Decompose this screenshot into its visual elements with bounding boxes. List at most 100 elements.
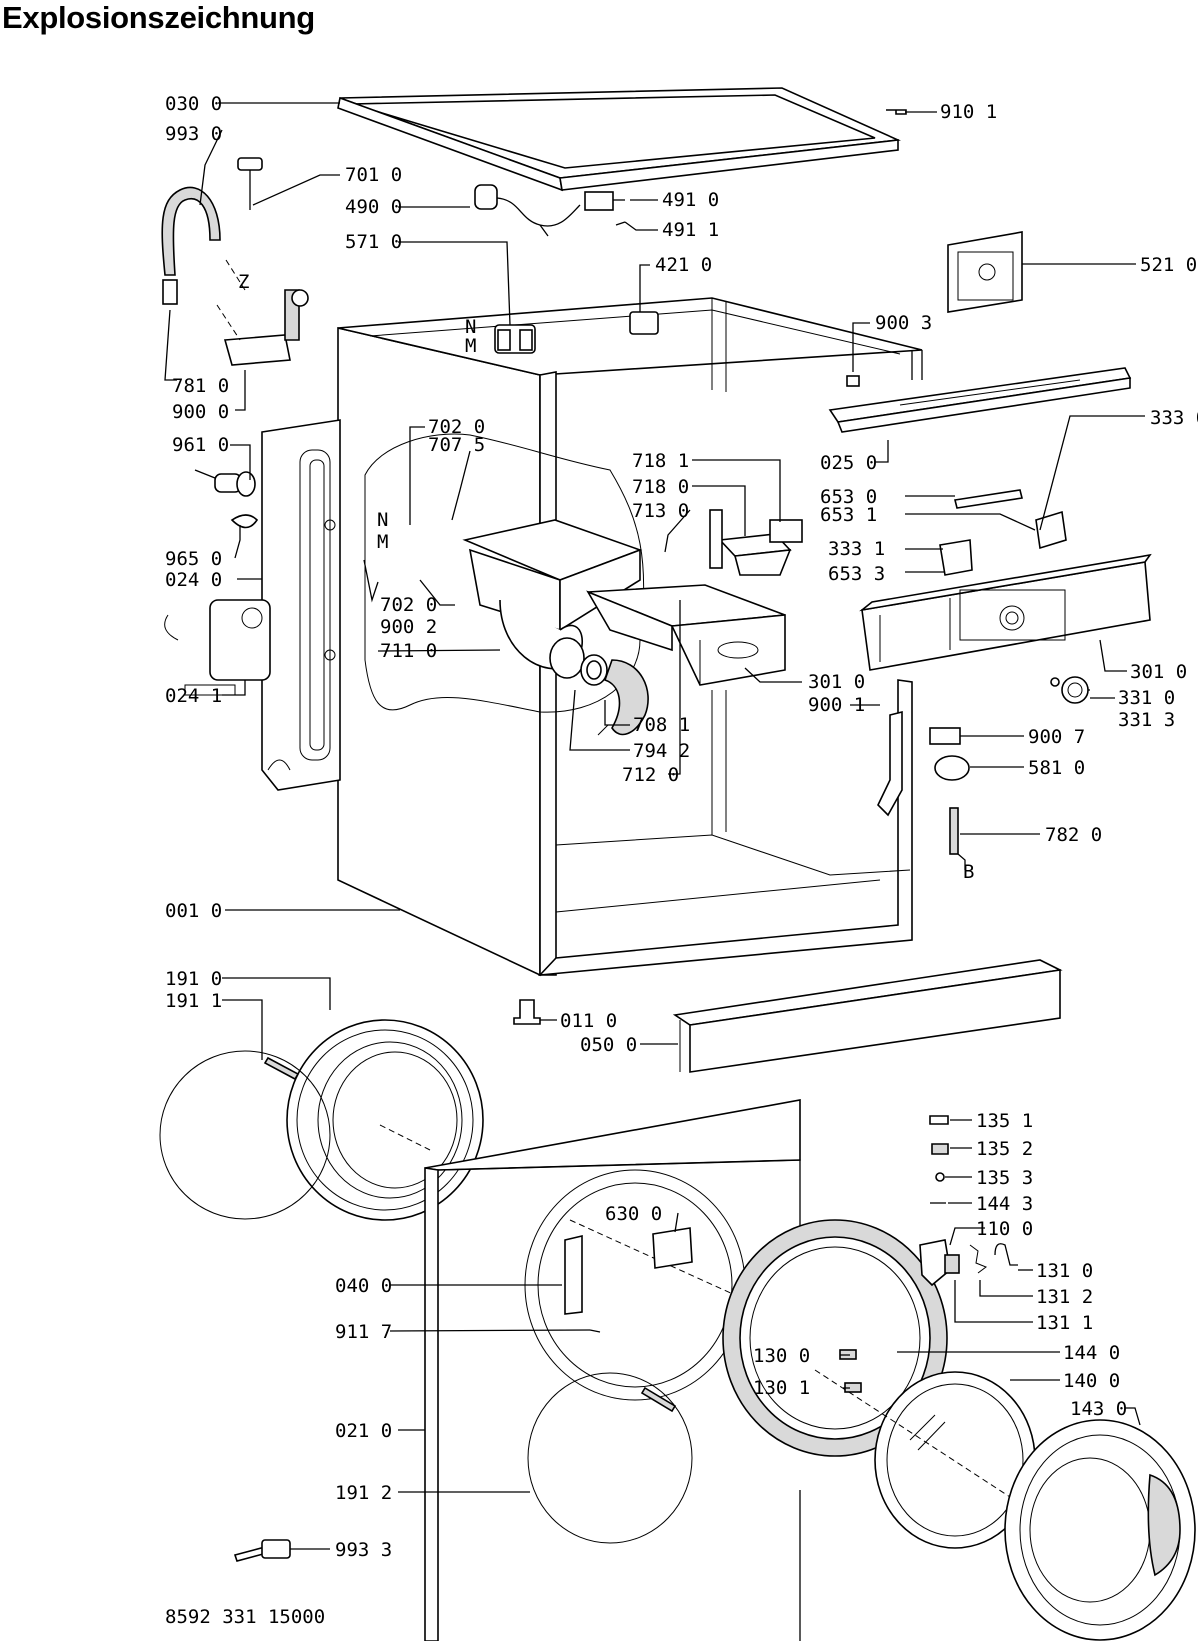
inlet-hose-dash xyxy=(216,304,241,341)
part-label: 333 0 xyxy=(1150,407,1198,429)
part-label: 653 3 xyxy=(828,563,885,585)
letter-marker: M xyxy=(465,335,476,357)
part-label: 021 0 xyxy=(335,1420,392,1442)
letter-marker: N xyxy=(377,509,388,531)
part-label: 581 0 xyxy=(1028,757,1085,779)
part-label: 911 7 xyxy=(335,1321,392,1343)
screw-part xyxy=(886,109,907,115)
button-bracket-part xyxy=(1035,510,1067,550)
part-label: 900 3 xyxy=(875,312,932,334)
pin-part xyxy=(949,807,959,855)
part-labels: 030 0 993 0 701 0 490 0 491 0 491 1 571 … xyxy=(165,93,1198,1561)
lower-clamp-part xyxy=(527,1372,693,1544)
control-board-part xyxy=(947,231,1023,313)
part-label: 143 0 xyxy=(1070,1398,1127,1420)
knob-part xyxy=(1061,676,1089,704)
document-number: 8592 331 15000 xyxy=(165,1606,325,1628)
part-label: 301 0 xyxy=(808,671,865,693)
side-panel-part xyxy=(261,419,341,791)
part-label: 702 0 xyxy=(428,416,485,438)
part-label: 702 0 xyxy=(380,594,437,616)
part-label: 490 0 xyxy=(345,196,402,218)
part-label: 900 0 xyxy=(172,401,229,423)
part-label: 135 2 xyxy=(976,1138,1033,1160)
part-label: 421 0 xyxy=(655,254,712,276)
part-label: 130 0 xyxy=(753,1345,810,1367)
part-label: 653 0 xyxy=(820,486,877,508)
part-label: 131 2 xyxy=(1036,1286,1093,1308)
leader-lines xyxy=(164,102,1145,1550)
adjustable-foot-part xyxy=(513,999,541,1025)
part-label: 965 0 xyxy=(165,548,222,570)
part-label: 301 0 xyxy=(1130,661,1187,683)
letter-marker: Z xyxy=(238,271,249,293)
part-label: 713 0 xyxy=(632,500,689,522)
part-label: 961 0 xyxy=(172,434,229,456)
page-title: Explosionszeichnung xyxy=(2,0,315,35)
parts-drawing xyxy=(159,87,1196,1641)
part-label: 001 0 xyxy=(165,900,222,922)
knob-cap-part xyxy=(1050,677,1060,687)
part-label: 521 0 xyxy=(1140,254,1197,276)
part-label: 900 2 xyxy=(380,616,437,638)
part-label: 144 3 xyxy=(976,1193,1033,1215)
part-label: 024 1 xyxy=(165,685,222,707)
switch-bracket-part xyxy=(939,539,973,576)
part-label: 701 0 xyxy=(345,164,402,186)
hose-holder-part xyxy=(223,334,291,366)
door-outer-ring-part xyxy=(1004,1419,1196,1641)
part-label: 718 1 xyxy=(632,450,689,472)
part-label: 331 3 xyxy=(1118,709,1175,731)
part-label: 030 0 xyxy=(165,93,222,115)
part-label: 900 1 xyxy=(808,694,865,716)
part-label: 110 0 xyxy=(976,1218,1033,1240)
part-label: 900 7 xyxy=(1028,726,1085,748)
panel-screw-part xyxy=(589,1329,601,1333)
part-label: 712 0 xyxy=(622,764,679,786)
door-hinge-part xyxy=(652,1227,693,1269)
part-label: 993 0 xyxy=(165,123,222,145)
latch-hook-part xyxy=(994,1243,1018,1266)
part-label: 131 0 xyxy=(1036,1260,1093,1282)
part-label: 011 0 xyxy=(560,1010,617,1032)
hose-part xyxy=(580,654,649,736)
door-frame-part xyxy=(722,1219,948,1457)
pressure-switch-bracket xyxy=(929,727,961,745)
part-label: 653 1 xyxy=(820,504,877,526)
part-label: 050 0 xyxy=(580,1034,637,1056)
washer-135-part xyxy=(935,1172,945,1182)
part-label: 333 1 xyxy=(828,538,885,560)
part-label: 782 0 xyxy=(1045,824,1102,846)
part-label: 140 0 xyxy=(1063,1370,1120,1392)
lower-clamp-spring-part xyxy=(640,1386,677,1413)
button-strip-part xyxy=(954,489,1023,509)
part-label: 040 0 xyxy=(335,1275,392,1297)
door-handle-part xyxy=(564,1234,583,1315)
part-label: 708 1 xyxy=(633,714,690,736)
control-panel-bracket-part xyxy=(828,367,1132,433)
part-label: 331 0 xyxy=(1118,687,1175,709)
cabinet-frame-part xyxy=(337,297,923,977)
part-label: 491 0 xyxy=(662,189,719,211)
service-tool-part xyxy=(233,1539,291,1562)
inlet-hose-part xyxy=(161,186,246,305)
pump-plug-part xyxy=(194,469,256,497)
top-cover-part xyxy=(337,87,901,192)
part-label: 794 2 xyxy=(633,740,690,762)
part-label: 191 1 xyxy=(165,990,222,1012)
dispenser-housing-part xyxy=(462,519,643,679)
pressure-switch-part xyxy=(934,755,970,781)
latch-rod-part xyxy=(944,1254,960,1274)
part-label: 993 3 xyxy=(335,1539,392,1561)
part-label: 630 0 xyxy=(605,1203,662,1225)
part-label: 130 1 xyxy=(753,1377,810,1399)
part-label: 781 0 xyxy=(172,375,229,397)
letter-marker: M xyxy=(377,531,388,553)
part-label: 707 5 xyxy=(428,434,485,456)
plinth-part xyxy=(672,959,1063,1073)
seal-part xyxy=(230,514,259,529)
door-seal-part xyxy=(286,1019,484,1221)
mains-cable-part xyxy=(474,184,626,237)
part-label: 711 0 xyxy=(380,640,437,662)
